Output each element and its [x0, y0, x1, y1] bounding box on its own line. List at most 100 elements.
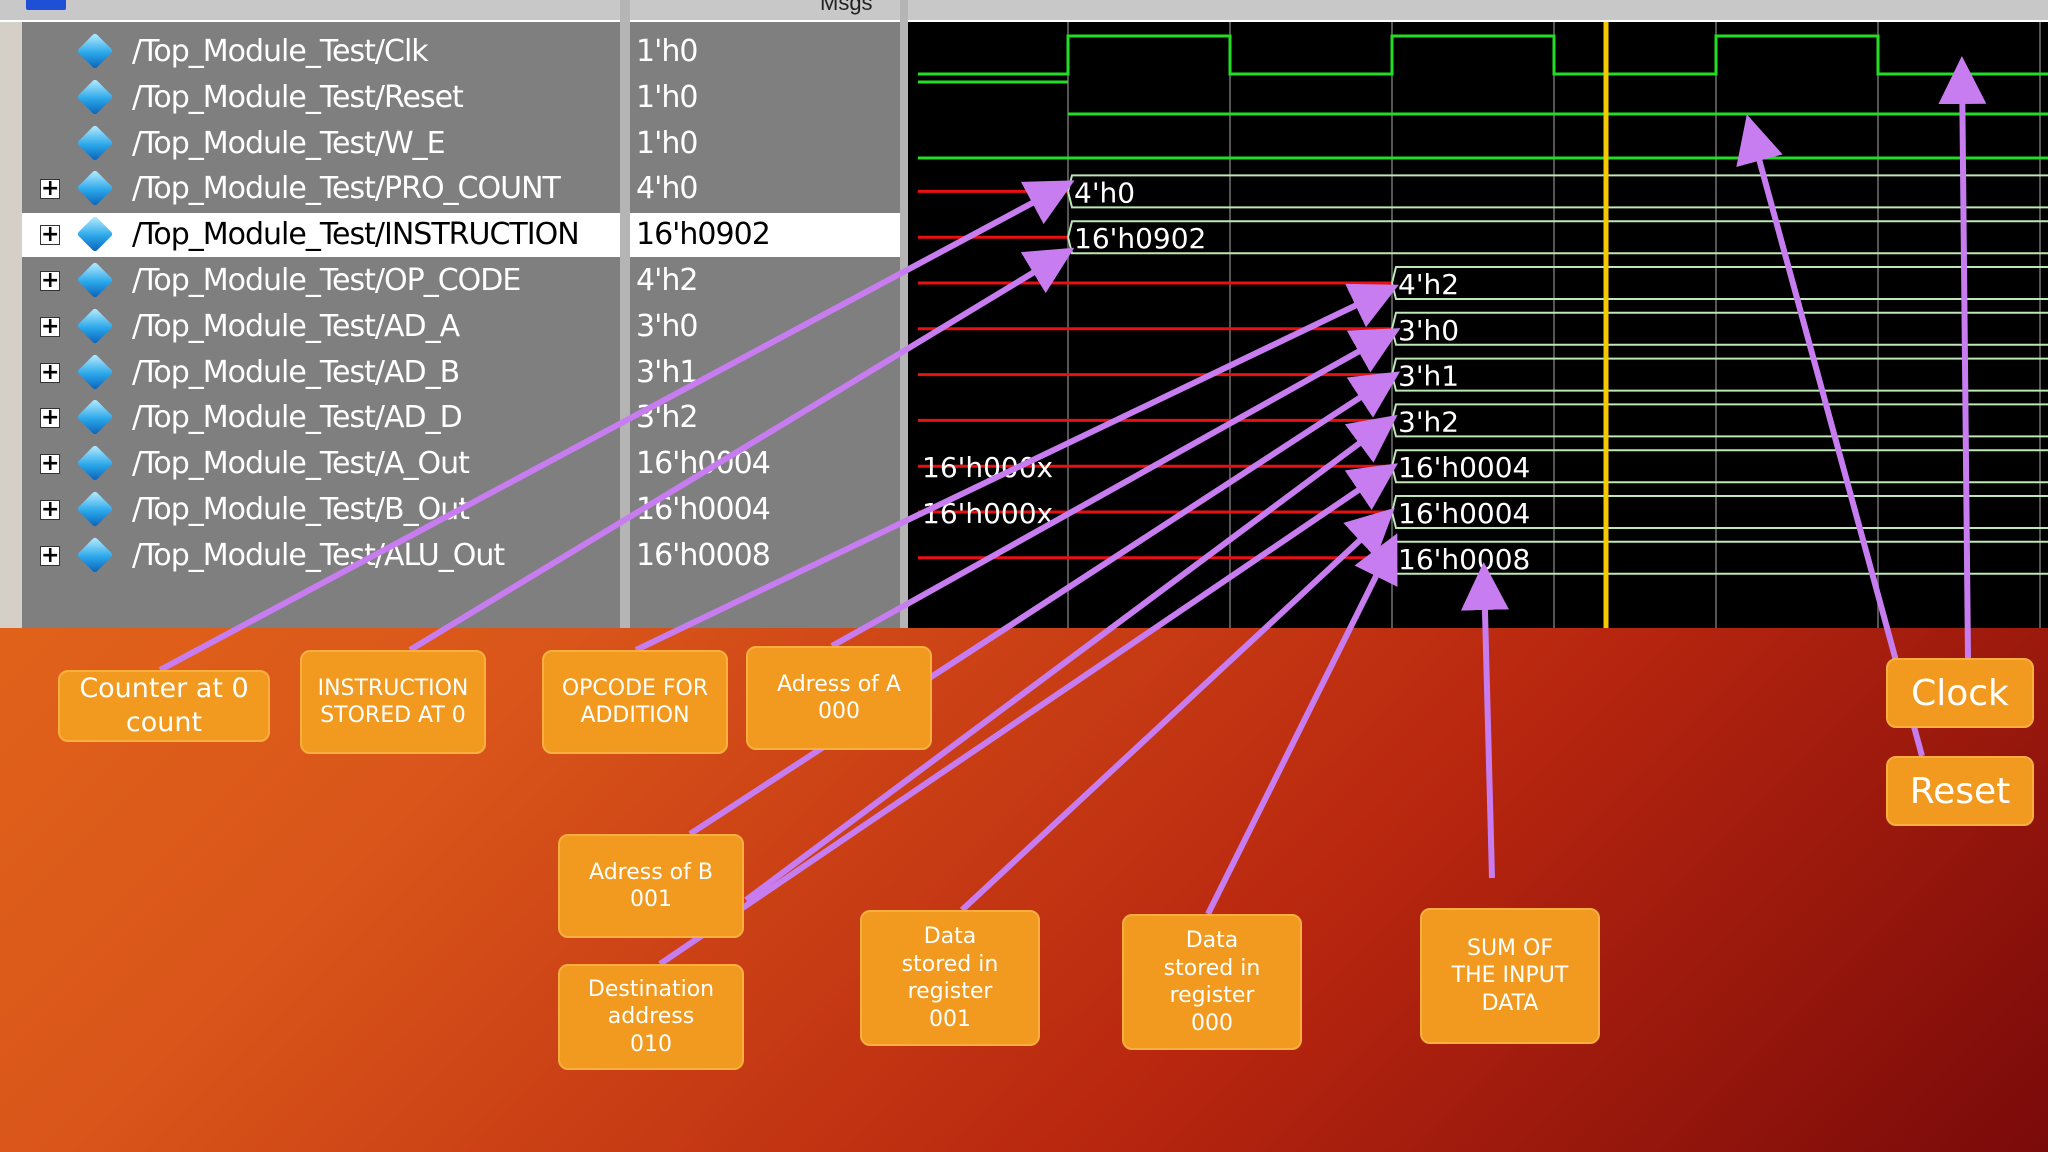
- callout-instruction: INSTRUCTION STORED AT 0: [300, 650, 486, 754]
- bus-value-label: 3'h0: [1398, 314, 1459, 347]
- expand-plus-icon[interactable]: +: [40, 405, 60, 431]
- signal-value: 4'h0: [636, 171, 698, 207]
- signal-value: 16'h0004: [636, 446, 771, 482]
- signal-diamond-icon: [76, 78, 114, 116]
- signal-value: 1'h0: [636, 34, 698, 69]
- bus-bottom: [1391, 420, 2048, 438]
- signal-row[interactable]: + /Top_Module_Test/ALU_Out: [22, 534, 620, 578]
- bus-value-label: 16'h0004: [1398, 497, 1530, 530]
- signal-row[interactable]: /Top_Module_Test/W_E: [22, 122, 620, 166]
- bus-value-label: 3'h1: [1398, 360, 1459, 393]
- bus-top: [1067, 174, 2048, 192]
- clk-wave: [918, 34, 2048, 76]
- signal-name: /Top_Module_Test/AD_A: [132, 308, 460, 344]
- signal-value-row[interactable]: 1'h0: [630, 122, 900, 166]
- bus-value-label: 16'h000x: [922, 497, 1053, 530]
- signal-name: /Top_Module_Test/INSTRUCTION: [132, 217, 580, 253]
- callout-adress-a: Adress of A 000: [746, 646, 932, 750]
- signal-value-row[interactable]: 4'h0: [630, 167, 900, 211]
- signal-row[interactable]: +/Top_Module_Test/PRO_COUNT: [22, 167, 620, 211]
- bus-value-label: 4'h0: [1074, 176, 1135, 209]
- signal-row[interactable]: /Top_Module_Test/Clk: [22, 30, 620, 74]
- signal-value: 16'h0902: [636, 217, 771, 253]
- expand-plus-icon[interactable]: +: [40, 222, 60, 248]
- expand-plus-icon[interactable]: +: [40, 497, 60, 522]
- signal-value-row[interactable]: 16'h0008: [630, 534, 900, 578]
- signal-value-row[interactable]: 4'h2: [630, 259, 900, 303]
- signal-value-row[interactable]: 16'h0004: [630, 488, 900, 532]
- signal-diamond-icon: [76, 536, 114, 574]
- expand-plus-icon[interactable]: +: [40, 268, 60, 293]
- bus-top: [1391, 311, 2048, 330]
- bus-value-label: 3'h2: [1398, 405, 1459, 438]
- signal-value: 3'h1: [636, 354, 698, 390]
- expand-plus-icon[interactable]: +: [40, 451, 60, 477]
- signal-diamond-icon: [76, 215, 114, 253]
- signal-value: 1'h0: [636, 79, 698, 115]
- signal-diamond-icon: [76, 32, 114, 70]
- pane-splitter[interactable]: [900, 0, 908, 628]
- signal-value: 1'h0: [636, 125, 698, 161]
- bus-value-label: 16'h0902: [1074, 222, 1206, 255]
- messages-column-header: Msgs: [820, 0, 873, 15]
- signal-value: 3'h2: [636, 400, 698, 436]
- bus-top: [1391, 357, 2048, 375]
- callout-opcode: OPCODE FOR ADDITION: [542, 650, 728, 754]
- signal-name: /Top_Module_Test/ALU_Out: [132, 537, 505, 573]
- bus-bottom: [1067, 191, 2048, 209]
- signal-row[interactable]: + /Top_Module_Test/A_Out: [22, 442, 620, 486]
- signal-name: /Top_Module_Test/AD_B: [132, 354, 460, 390]
- signal-name: /Top_Module_Test/A_Out: [132, 446, 470, 482]
- signal-row[interactable]: + /Top_Module_Test/INSTRUCTION: [22, 213, 620, 258]
- signal-name: /Top_Module_Test/B_Out: [132, 492, 470, 527]
- bus-bottom: [1391, 282, 2048, 300]
- signal-name: /Top_Module_Test/AD_D: [132, 400, 463, 436]
- bus-bottom: [1391, 374, 2048, 392]
- callout-reset: Reset: [1886, 756, 2034, 826]
- signal-value: 16'h0004: [636, 492, 771, 527]
- signal-diamond-icon: [76, 444, 114, 482]
- bus-value-label: 16'h0008: [1398, 543, 1530, 576]
- signal-value-row[interactable]: 1'h0: [630, 30, 900, 74]
- signal-value-row[interactable]: 16'h0004: [630, 442, 900, 486]
- signal-diamond-icon: [76, 124, 114, 161]
- signal-value: 3'h0: [636, 308, 698, 344]
- signal-name: /Top_Module_Test/Clk: [132, 34, 429, 69]
- expand-plus-icon[interactable]: +: [40, 359, 60, 385]
- signal-value-row[interactable]: 16'h0902: [630, 213, 900, 258]
- bus-value-label: 16'h0004: [1398, 451, 1530, 484]
- signal-name: /Top_Module_Test/W_E: [132, 125, 446, 161]
- signal-value-row[interactable]: 3'h0: [630, 305, 900, 349]
- callout-sum: SUM OF THE INPUT DATA: [1420, 908, 1600, 1044]
- signal-row[interactable]: + /Top_Module_Test/AD_B: [22, 351, 620, 395]
- signal-row[interactable]: + /Top_Module_Test/AD_D: [22, 396, 620, 440]
- pane-splitter[interactable]: [620, 0, 630, 628]
- callout-counter: Counter at 0 count: [58, 670, 270, 742]
- callout-clock: Clock: [1886, 658, 2034, 728]
- signal-value: 16'h0008: [636, 537, 771, 573]
- signal-row[interactable]: /Top_Module_Test/Reset: [22, 76, 620, 120]
- callout-data-001: Data stored in register 001: [860, 910, 1040, 1046]
- signal-value-row[interactable]: 1'h0: [630, 76, 900, 120]
- bus-bottom: [1391, 328, 2048, 346]
- header-icon: [26, 0, 66, 10]
- signal-value-row[interactable]: 3'h2: [630, 396, 900, 440]
- signal-diamond-icon: [76, 261, 114, 299]
- column-header-strip: Msgs: [0, 0, 2048, 22]
- callout-data-000: Data stored in register 000: [1122, 914, 1302, 1050]
- expand-plus-icon[interactable]: +: [40, 176, 60, 202]
- signal-name: /Top_Module_Test/Reset: [132, 79, 464, 115]
- bus-value-label: 16'h000x: [922, 451, 1053, 484]
- bus-top: [1391, 403, 2048, 421]
- bus-top: [1067, 220, 2048, 238]
- waveform-canvas[interactable]: 4'h016'h09024'h23'h03'h13'h216'h000416'h…: [908, 22, 2048, 628]
- signal-row[interactable]: + /Top_Module_Test/OP_CODE: [22, 259, 620, 303]
- expand-plus-icon[interactable]: +: [40, 313, 60, 339]
- signal-diamond-icon: [76, 490, 114, 528]
- signal-row[interactable]: + /Top_Module_Test/B_Out: [22, 488, 620, 532]
- signal-value-row[interactable]: 3'h1: [630, 351, 900, 395]
- signal-diamond-icon: [76, 170, 114, 207]
- signal-name: /Top_Module_Test/OP_CODE: [132, 263, 521, 298]
- signal-row[interactable]: + /Top_Module_Test/AD_A: [22, 305, 620, 349]
- expand-plus-icon[interactable]: +: [40, 542, 60, 568]
